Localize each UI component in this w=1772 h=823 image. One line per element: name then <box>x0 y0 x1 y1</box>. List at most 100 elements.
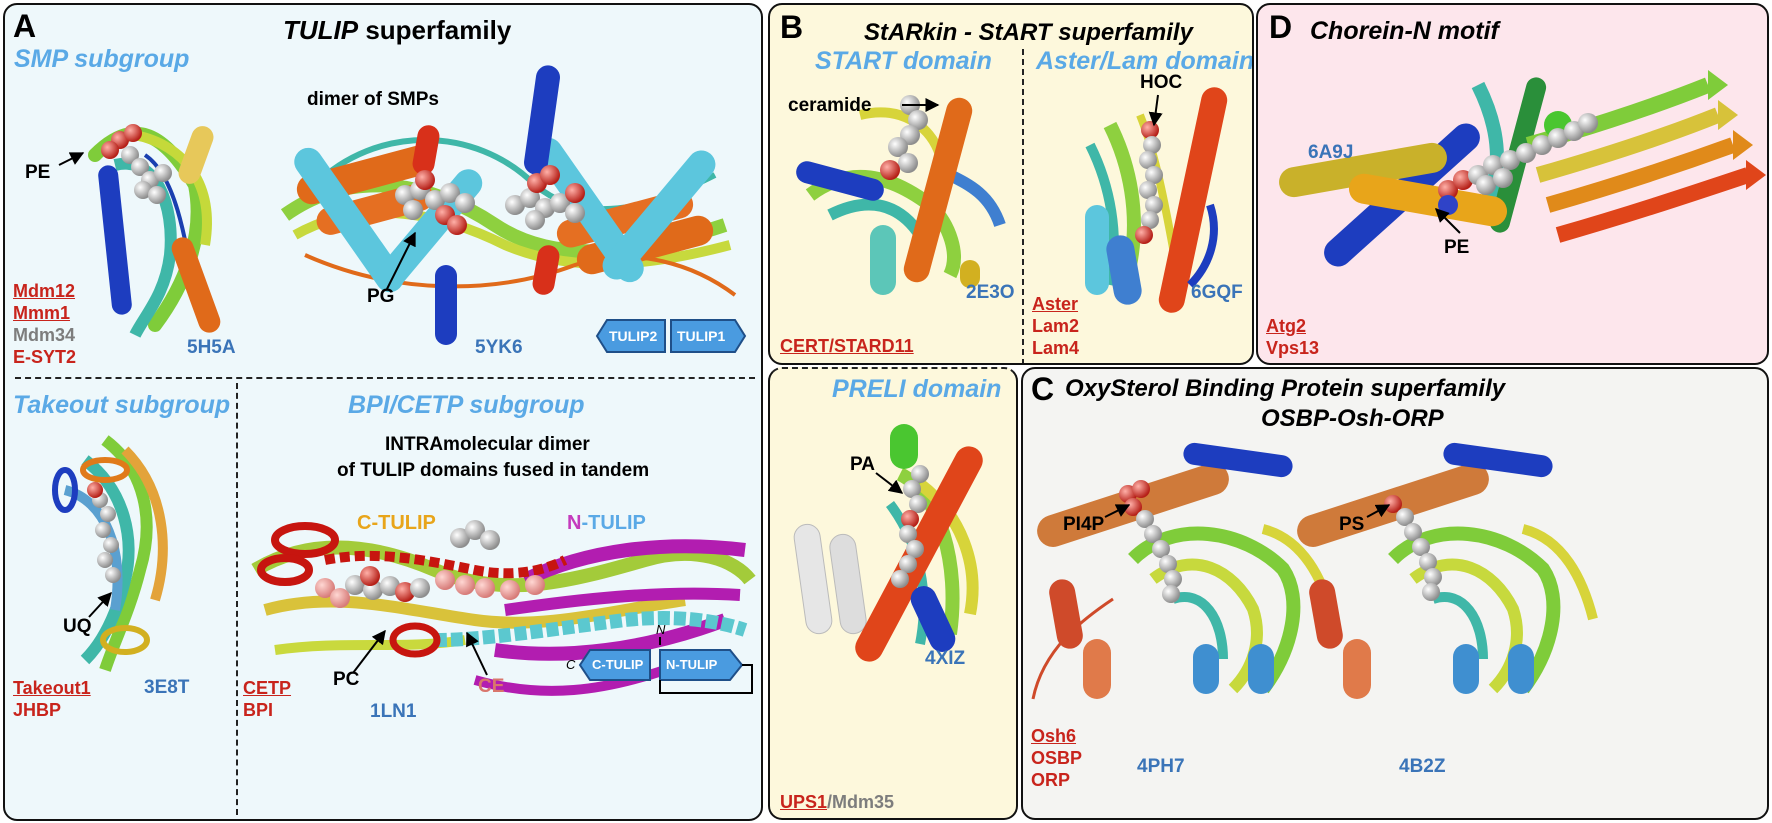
pdb-6gqf: 6GQF <box>1191 282 1243 303</box>
panel-a-divider-vertical <box>236 383 238 815</box>
hoc-label: HOC <box>1140 72 1183 93</box>
osh6-structure-4ph7 <box>1031 442 1338 700</box>
panel-b-preli: PRELI domain PA 4XIZ UPS1/Mdm35 <box>768 367 1018 820</box>
pdb-3e8t: 3E8T <box>144 677 190 698</box>
start-domain-structure <box>796 95 1006 295</box>
tandem-tag-diagram <box>578 637 753 694</box>
n-tulip-suffix: -TULIP <box>581 512 646 534</box>
pdb-4xiz: 4XIZ <box>925 648 966 669</box>
protein-mdm12: Mdm12 <box>13 281 76 301</box>
pdb-4ph7: 4PH7 <box>1137 756 1185 777</box>
protein-aster: Aster <box>1032 294 1079 314</box>
protein-atg2: Atg2 <box>1266 316 1306 336</box>
pc-ce-arrows <box>352 629 488 676</box>
panel-a-title-italic: TULIP <box>283 15 359 45</box>
ceramide-arrow <box>902 98 940 112</box>
protein-lam4: Lam4 <box>1032 338 1080 358</box>
panel-c-protein-list: Osh6 OSBP ORP <box>1031 725 1082 791</box>
panel-d-letter: D <box>1269 9 1293 45</box>
tulip2-tag-shape <box>595 319 666 353</box>
protein-mdm35: Mdm35 <box>832 792 895 812</box>
protein-takeout1: Takeout1 <box>13 678 91 698</box>
c-tulip-suffix: -TULIP <box>371 512 436 534</box>
panel-b-divider <box>1022 49 1024 363</box>
protein-orp: ORP <box>1031 770 1071 790</box>
panel-c: C OxySterol Binding Protein superfamily … <box>1021 367 1769 820</box>
protein-mmm1: Mmm1 <box>13 303 71 323</box>
pe-label-d: PE <box>1444 237 1470 258</box>
tulip1-tag-shape <box>670 319 747 353</box>
protein-e-syt2: E-SYT2 <box>13 347 77 367</box>
aster-protein-list: Aster Lam2 Lam4 <box>1032 293 1079 359</box>
c-tulip-heading: C-TULIP <box>357 513 436 533</box>
n-tulip-heading: N-TULIP <box>567 513 646 533</box>
n-tulip-letter: N <box>567 512 582 534</box>
protein-osh6: Osh6 <box>1031 726 1077 746</box>
preli-domain-structure <box>793 424 983 662</box>
pc-label: PC <box>333 669 360 690</box>
panel-c-title-line2: OSBP-Osh-ORP <box>1261 405 1444 432</box>
panel-d: D Chorein-N motif 6A9J PE Atg2 Vps13 <box>1256 3 1769 365</box>
pdb-4b2z: 4B2Z <box>1399 756 1446 777</box>
tulip1-tag-label: TULIP1 <box>677 328 726 344</box>
panel-c-letter: C <box>1031 371 1055 407</box>
uq-arrow <box>88 591 112 618</box>
pg-arrow <box>386 231 416 290</box>
preli-domain-heading: PRELI domain <box>832 375 1002 403</box>
bpi-cetp-structure <box>251 520 756 696</box>
c-tulip-tag-label: C-TULIP <box>592 657 644 672</box>
uq-label: UQ <box>63 616 92 637</box>
panel-b-letter: B <box>780 9 804 45</box>
n-tulip-tag-label: N-TULIP <box>666 657 718 672</box>
pdb-2e3o: 2E3O <box>966 282 1015 303</box>
ps-arrow <box>1366 504 1391 518</box>
pg-label: PG <box>367 286 395 307</box>
protein-jhbp: JHBP <box>13 700 62 720</box>
ps-label: PS <box>1339 514 1365 535</box>
protein-ups1: UPS1 <box>780 792 828 812</box>
intramolecular-line2: of TULIP domains fused in tandem <box>337 460 650 481</box>
protein-separator: / <box>827 792 833 812</box>
ce-label: CE <box>478 676 505 697</box>
chorein-n-structure <box>1279 70 1766 267</box>
pe-arrow <box>58 152 85 166</box>
protein-mdm34: Mdm34 <box>13 325 76 345</box>
panel-b: B StARkin - StART superfamily START doma… <box>768 3 1254 365</box>
protein-cetp: CETP <box>243 678 292 698</box>
protein-bpi: BPI <box>243 700 274 720</box>
bpi-cetp-subgroup-heading: BPI/CETP subgroup <box>348 391 585 419</box>
aster-domain-heading: Aster/Lam domain <box>1036 47 1254 75</box>
pi4p-label: PI4P <box>1063 514 1105 535</box>
c-tulip-letter: C <box>357 512 372 534</box>
panel-a-title: TULIP superfamily <box>283 17 511 43</box>
ceramide-label: ceramide <box>788 95 872 116</box>
protein-lam2: Lam2 <box>1032 316 1080 336</box>
takeout-structure <box>52 435 168 672</box>
pdb-6a9j: 6A9J <box>1308 142 1354 163</box>
n-terminus-label: N <box>656 622 666 637</box>
panel-a: A TULIP superfamily SMP subgroup PE 5H5A… <box>3 3 763 821</box>
panel-d-title: Chorein-N motif <box>1310 17 1499 45</box>
intramolecular-line1: INTRAmolecular dimer <box>385 434 590 455</box>
takeout-subgroup-heading: Takeout subgroup <box>13 391 231 419</box>
protein-osbp: OSBP <box>1031 748 1083 768</box>
preli-protein-list: UPS1/Mdm35 <box>780 793 894 812</box>
smp-subgroup-heading: SMP subgroup <box>14 45 190 73</box>
smp-protein-list: Mdm12 Mmm1 Mdm34 E-SYT2 <box>13 280 76 368</box>
panel-a-divider-horizontal <box>15 377 755 379</box>
aster-domain-structure <box>1085 87 1228 313</box>
pa-arrow <box>875 472 904 494</box>
c-terminus-label: C <box>566 657 576 672</box>
pa-label: PA <box>850 454 875 475</box>
smp-dimer-structure <box>280 65 737 345</box>
protein-vps13: Vps13 <box>1266 338 1320 358</box>
tulip2-tag-label: TULIP2 <box>609 328 658 344</box>
dimer-label: dimer of SMPs <box>307 89 439 110</box>
pdb-5h5a: 5H5A <box>187 337 236 358</box>
start-domain-heading: START domain <box>815 47 992 75</box>
panel-a-title-rest: superfamily <box>358 15 512 45</box>
pdb-1ln1: 1LN1 <box>370 701 417 722</box>
pi4p-arrow <box>1104 504 1131 518</box>
panel-c-title-line1: OxySterol Binding Protein superfamily <box>1065 375 1506 402</box>
panel-b-title: StARkin - StART superfamily <box>864 19 1193 46</box>
